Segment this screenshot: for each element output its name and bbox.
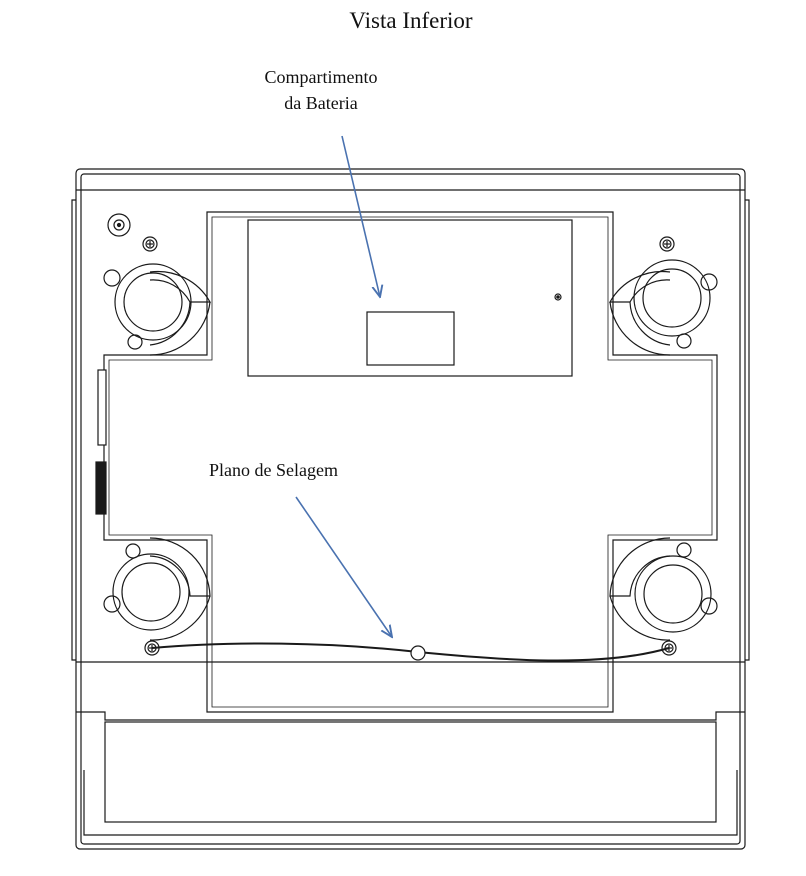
side-switch: [95, 369, 107, 515]
battery-compartment: [247, 219, 573, 377]
battery-label-line1: Compartimento: [264, 67, 378, 87]
screw-top-left: [142, 236, 158, 252]
screw-top-right: [659, 236, 675, 252]
diagram-title: Vista Inferior: [349, 8, 473, 33]
foot-bottom-right: [609, 537, 718, 641]
device-housing: [71, 168, 750, 850]
battery-arrow: [341, 135, 380, 297]
seal-plane-label: Plano de Selagem: [209, 460, 338, 480]
center-panel: [103, 211, 718, 713]
foot-top-right: [608, 259, 718, 356]
seal-arrow: [295, 496, 392, 637]
foot-bottom-left: [103, 537, 211, 641]
battery-compartment-label: Compartimento da Bateria: [221, 64, 421, 116]
reset-button: [107, 213, 131, 237]
foot-top-left: [103, 263, 212, 356]
battery-label-line2: da Bateria: [284, 93, 358, 113]
terminal-cover: [76, 711, 745, 836]
seal-wire: [151, 642, 670, 662]
